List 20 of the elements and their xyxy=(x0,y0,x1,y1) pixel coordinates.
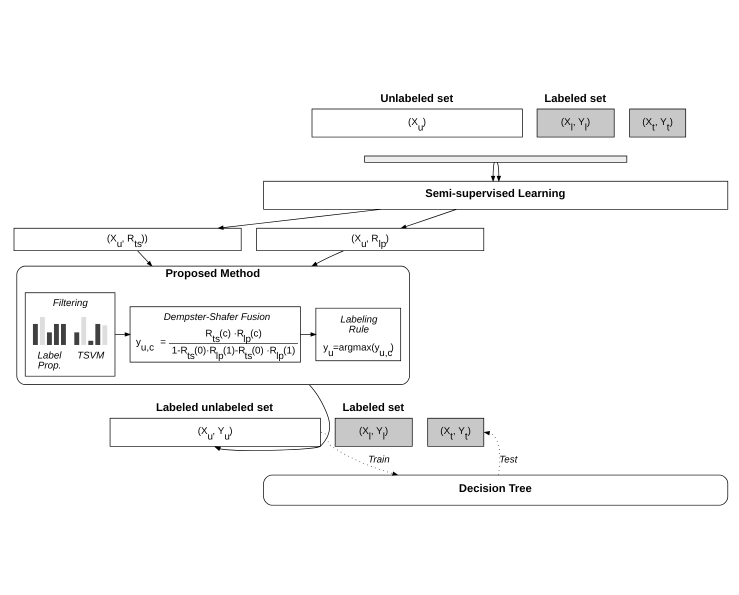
arrow xyxy=(496,162,502,182)
node-label: Labeled unlabeled set xyxy=(156,402,274,414)
node-bar xyxy=(364,155,628,162)
node-label: Labeled set xyxy=(342,402,404,414)
edge-label: Train xyxy=(368,454,390,466)
arrow xyxy=(320,431,399,476)
arrow xyxy=(490,162,496,182)
arrow xyxy=(300,332,317,336)
arrow xyxy=(137,250,153,266)
edge-label: Test xyxy=(499,454,518,466)
arrow xyxy=(483,430,500,475)
arrow xyxy=(114,332,132,336)
node-label: Unlabeled set xyxy=(380,92,454,104)
node-label: Labeled set xyxy=(544,92,606,104)
node-box: Semi-supervised Learning xyxy=(263,180,728,210)
arrow xyxy=(214,384,330,451)
node-box: Decision Tree xyxy=(263,474,728,506)
node-box: Filtering Label Prop. TSVM xyxy=(24,292,116,376)
arrow xyxy=(217,208,382,230)
arrow xyxy=(400,208,457,228)
